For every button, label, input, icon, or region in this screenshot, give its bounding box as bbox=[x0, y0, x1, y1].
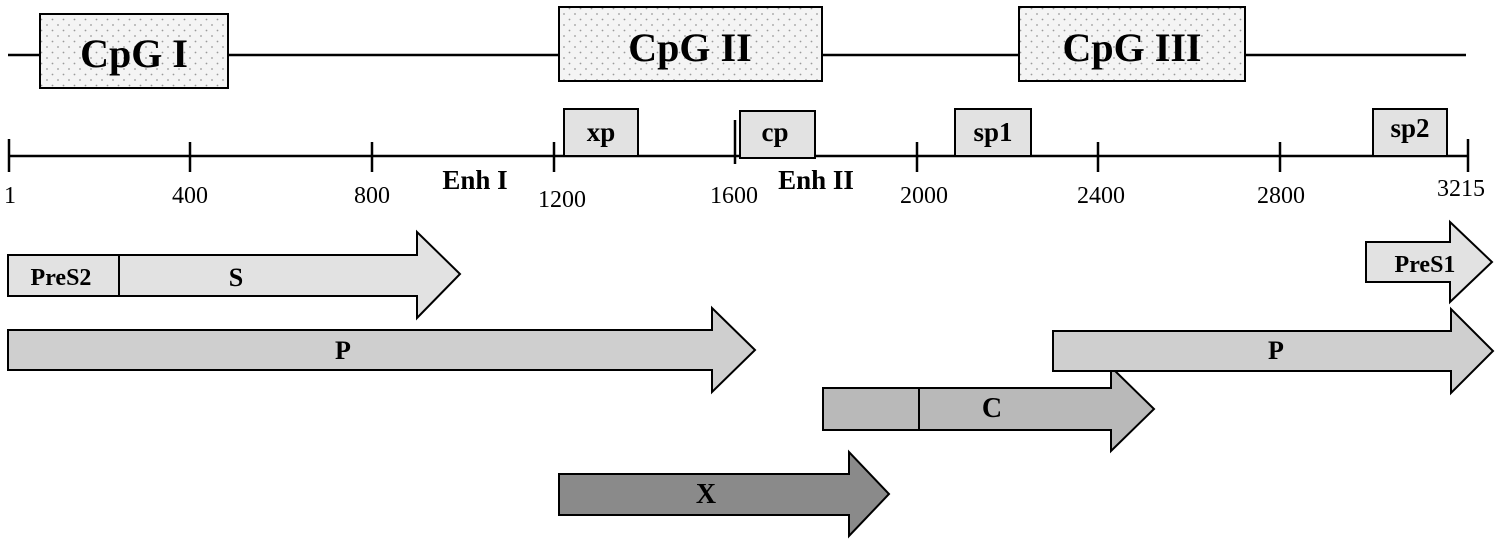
promoter-cp-label: cp bbox=[762, 117, 789, 147]
promoter-xp: xp bbox=[563, 108, 639, 157]
orf-p-left-label: P bbox=[335, 336, 351, 365]
orf-x-label: X bbox=[696, 479, 716, 510]
orf-pres1: PreS1 bbox=[1365, 219, 1494, 305]
promoter-xp-label: xp bbox=[587, 117, 616, 147]
cpg-island-2: CpG II bbox=[558, 6, 823, 82]
ruler-tick-label: 2000 bbox=[900, 183, 948, 209]
ruler-tick-label: 2800 bbox=[1257, 183, 1305, 209]
genome-ruler: 1 400 800 1200 1600 2000 2400 2800 3215 … bbox=[4, 108, 1485, 213]
orf-p-right: P bbox=[1052, 306, 1495, 396]
cpg-island-1-label: CpG I bbox=[80, 31, 188, 76]
ruler-tick-label: 1 bbox=[4, 183, 16, 209]
promoter-sp1-label: sp1 bbox=[973, 117, 1012, 147]
cpg-island-1: CpG I bbox=[39, 13, 229, 89]
orf-p-left: P bbox=[7, 305, 757, 395]
orf-x: X bbox=[558, 449, 891, 539]
orf-s: PreS2 S bbox=[7, 229, 462, 321]
orf-pres1-label: PreS1 bbox=[1395, 252, 1456, 278]
orf-c: C bbox=[822, 364, 1156, 454]
promoter-cp: cp bbox=[739, 110, 816, 159]
ruler-tick-label: 1200 bbox=[538, 187, 586, 213]
promoter-sp2: sp2 bbox=[1372, 108, 1448, 157]
cpg-track: CpG I CpG II CpG III bbox=[8, 6, 1466, 89]
promoter-sp2-label: sp2 bbox=[1390, 113, 1429, 143]
ruler-tick-label: 400 bbox=[172, 183, 208, 209]
promoter-sp1: sp1 bbox=[954, 108, 1032, 157]
cpg-island-3-label: CpG III bbox=[1063, 25, 1202, 70]
enhancer-1-label: Enh I bbox=[442, 165, 507, 195]
ruler-tick-label: 2400 bbox=[1077, 183, 1125, 209]
orf-track: PreS2 S PreS1 P C P X bbox=[7, 219, 1495, 539]
orf-p-right-label: P bbox=[1268, 336, 1284, 365]
cpg-island-3: CpG III bbox=[1018, 6, 1246, 82]
enhancer-2-label: Enh II bbox=[778, 165, 854, 195]
cpg-island-2-label: CpG II bbox=[628, 25, 751, 70]
ruler-tick-label: 800 bbox=[354, 183, 390, 209]
orf-s-label: S bbox=[229, 263, 243, 292]
orf-pres2-label: PreS2 bbox=[31, 265, 92, 291]
orf-c-label: C bbox=[982, 393, 1002, 424]
ruler-tick-label: 1600 bbox=[710, 183, 758, 209]
ruler-tick-label: 3215 bbox=[1437, 176, 1485, 202]
